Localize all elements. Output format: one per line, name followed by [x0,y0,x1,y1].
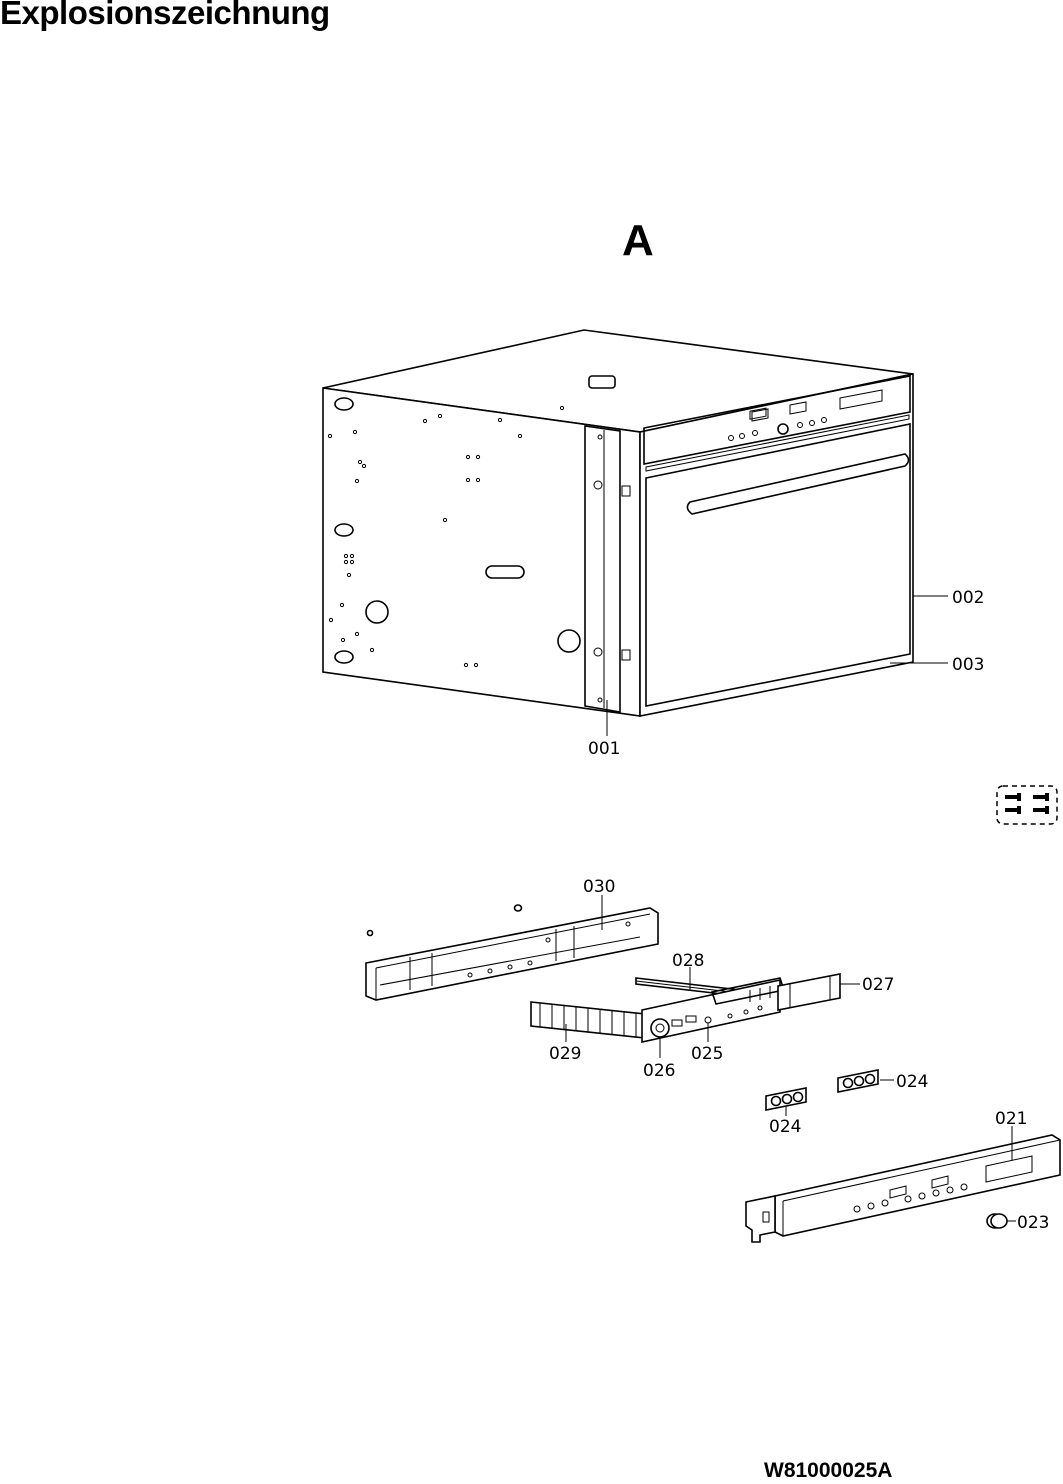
control-panel-strip [643,375,911,465]
part-label-024-left: 024 [769,1117,801,1137]
part-label-028: 028 [672,951,704,971]
oven-side-panel [322,387,641,717]
part-label-030: 030 [583,877,615,897]
oven-door [645,423,911,707]
part-label-029: 029 [549,1044,581,1064]
mounting-flange [584,425,621,713]
part-label-003: 003 [952,655,984,675]
knob-023 [986,1213,1008,1229]
part-label-023: 023 [1017,1213,1049,1233]
bracket-030 [365,907,659,1001]
part-label-024-right: 024 [896,1072,928,1092]
control-board-assembly [530,973,841,1043]
screw-pack-icon [996,785,1058,825]
button-strip-024-right [837,1069,879,1093]
document-code: W81000025A [764,1459,893,1482]
part-label-025: 025 [691,1044,723,1064]
page-title: Explosionszeichnung [0,0,330,31]
part-label-002: 002 [952,588,984,608]
oven-assembly [322,329,914,717]
oven-front-frame [639,373,914,717]
part-label-001: 001 [588,739,620,759]
door-handle [686,453,910,515]
part-label-026: 026 [643,1061,675,1081]
section-letter: A [622,216,654,265]
part-label-021: 021 [995,1109,1027,1129]
front-control-panel-021 [745,1134,1061,1243]
button-strip-024-left [765,1087,807,1111]
part-label-027: 027 [862,975,894,995]
